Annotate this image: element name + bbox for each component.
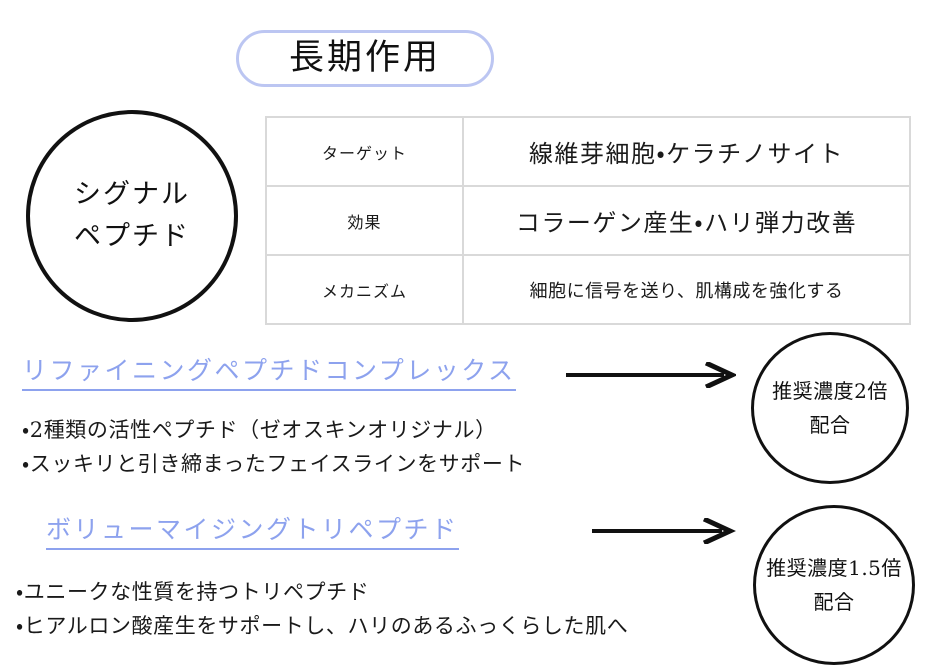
page-title: 長期作用 [288, 38, 441, 78]
table-row: ターゲット 線維芽細胞・ケラチノサイト [265, 116, 911, 187]
result-line-2: 配合 [809, 413, 851, 437]
list-item: ・2種類の活性ペプチド（ゼオスキンオリジナル） [22, 417, 497, 442]
list-item: ・スッキリと引き締まったフェイスラインをサポート [22, 451, 526, 476]
table-row: 効果 コラーゲン産生・ハリ弾力改善 [265, 185, 911, 256]
badge-line-1: シグナル [74, 179, 190, 211]
section-heading[interactable]: ボリューマイジングトリペプチド [46, 516, 459, 550]
arrow-right-icon [566, 362, 736, 388]
table-cell-label: ターゲット [265, 116, 464, 187]
table-row: メカニズム 細胞に信号を送り、肌構成を強化する [265, 254, 911, 325]
result-badge-circle-2: 推奨濃度1.5倍 配合 [753, 505, 915, 665]
section-refining-peptide-complex: リファイニングペプチドコンプレックス ・2種類の活性ペプチド（ゼオスキンオリジナ… [22, 357, 525, 481]
table-cell-value: 細胞に信号を送り、肌構成を強化する [462, 254, 911, 325]
table-cell-value: コラーゲン産生・ハリ弾力改善 [462, 185, 911, 256]
result-badge-circle-1: 推奨濃度2倍 配合 [751, 332, 909, 484]
result-line-2: 配合 [813, 590, 855, 614]
ingredient-badge-circle: シグナル ペプチド [26, 110, 238, 322]
bullet-list: ・2種類の活性ペプチド（ゼオスキンオリジナル） ・スッキリと引き締まったフェイス… [22, 413, 525, 481]
result-line-1: 推奨濃度1.5倍 [766, 556, 902, 580]
table-cell-value: 線維芽細胞・ケラチノサイト [462, 116, 911, 187]
list-item: ・ヒアルロン酸産生をサポートし、ハリのあるふっくらした肌へ [16, 613, 629, 638]
list-item: ・ユニークな性質を持つトリペプチド [16, 579, 370, 604]
badge-line-2: ペプチド [74, 221, 190, 252]
result-line-1: 推奨濃度2倍 [772, 379, 888, 403]
table-cell-label: 効果 [265, 185, 464, 256]
properties-table: ターゲット 線維芽細胞・ケラチノサイト 効果 コラーゲン産生・ハリ弾力改善 メカ… [265, 116, 911, 325]
bullet-list: ・ユニークな性質を持つトリペプチド ・ヒアルロン酸産生をサポートし、ハリのあるふ… [16, 575, 628, 643]
arrow-right-icon [592, 518, 762, 544]
slide-title-pill: 長期作用 [236, 30, 494, 87]
section-volumizing-tripeptide: ボリューマイジングトリペプチド ・ユニークな性質を持つトリペプチド ・ヒアルロン… [16, 516, 628, 643]
section-heading[interactable]: リファイニングペプチドコンプレックス [22, 357, 516, 391]
table-cell-label: メカニズム [265, 254, 464, 325]
